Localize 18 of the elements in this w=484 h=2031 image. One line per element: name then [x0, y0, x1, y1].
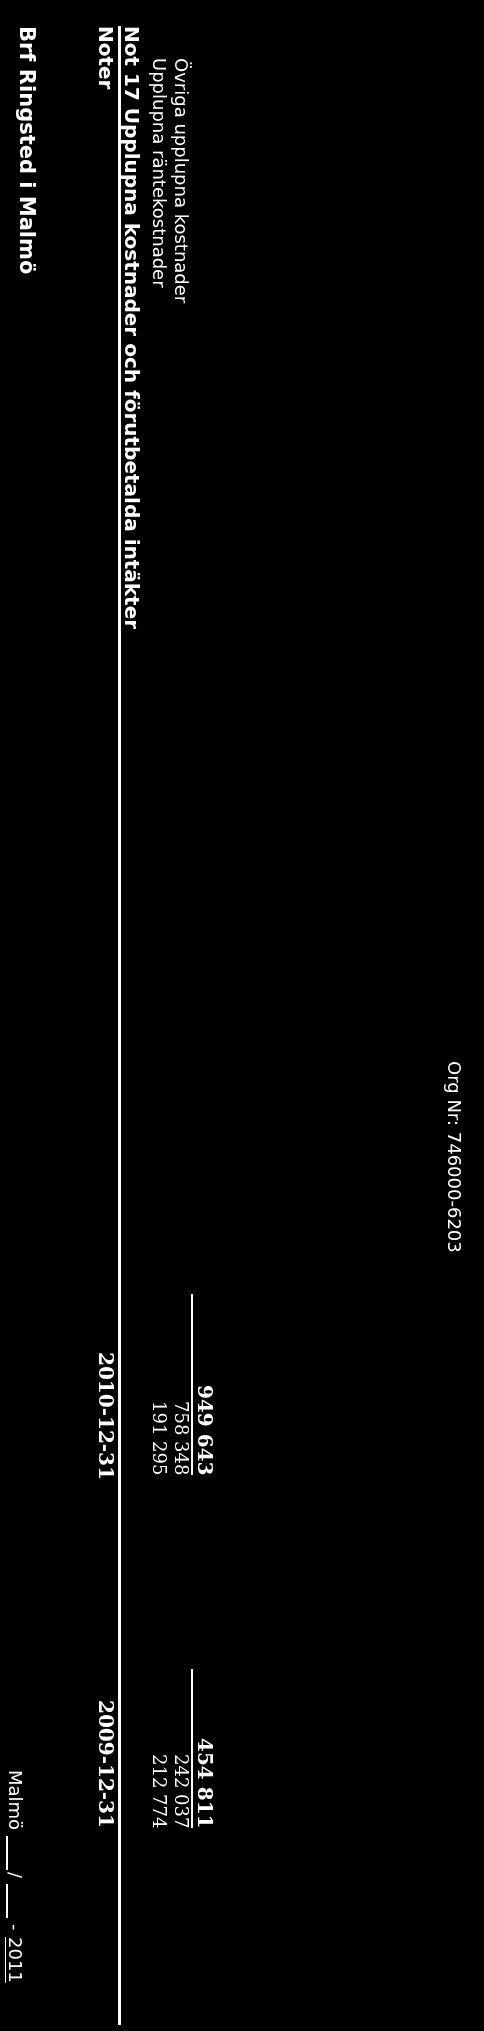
date-separator: - — [4, 1924, 26, 1931]
column-header: 2009-12-31 — [95, 1699, 117, 1828]
total-amount: 454 811 — [194, 1736, 216, 1828]
amount: 191 295 — [148, 1399, 170, 1475]
section-heading: Noter — [95, 26, 117, 90]
year: 2011 — [4, 1936, 26, 1983]
total-amount: 949 643 — [194, 1383, 216, 1475]
amount: 242 037 — [170, 1752, 192, 1828]
amount: 212 774 — [148, 1752, 170, 1828]
column-header: 2010-12-31 — [95, 1351, 117, 1480]
document-title: Brf Ringsted i Malmö — [16, 26, 38, 275]
org-number: Org Nr: 746000-6203 — [443, 1061, 465, 1253]
row-label: Övriga upplupna kostnader — [170, 58, 192, 304]
row-label: Upplupna räntekostnader — [148, 58, 170, 288]
date-separator: / — [4, 1872, 26, 1879]
note-heading: Not 17 Upplupna kostnader och förutbetalda intäkter — [121, 26, 143, 630]
place-name: Malmö — [4, 1770, 26, 1831]
amount: 758 348 — [170, 1399, 192, 1475]
